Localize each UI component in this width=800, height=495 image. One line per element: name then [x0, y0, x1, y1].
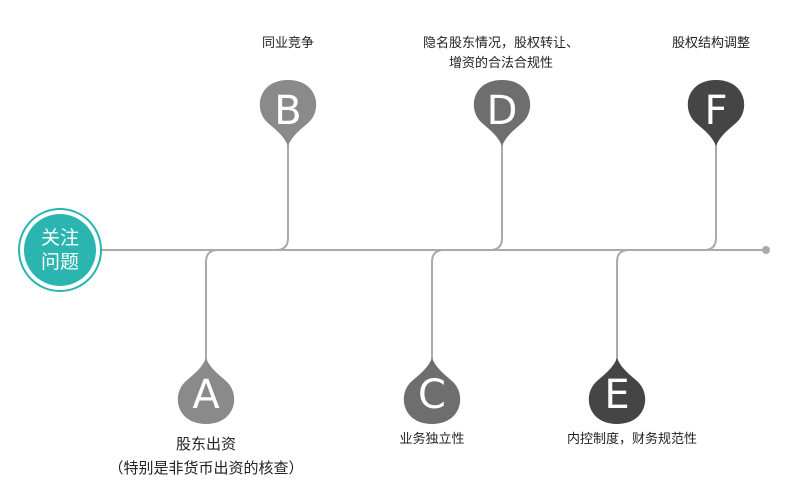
- caption-a: 股东出资 （特别是非货币出资的核查）: [86, 432, 326, 480]
- caption-b-line1: 同业竞争: [261, 36, 314, 51]
- connector-b: [275, 142, 289, 251]
- caption-b: 同业竞争: [208, 34, 368, 54]
- pin-f: F: [687, 80, 745, 146]
- pin-a: A: [177, 358, 235, 424]
- caption-a-line1: 股东出资: [175, 435, 236, 453]
- caption-e: 内控制度，财务规范性: [542, 430, 722, 450]
- caption-d-line1: 隐名股东情况，股权转让、: [422, 36, 579, 51]
- pin-e: E: [588, 358, 646, 424]
- caption-a-line2: （特别是非货币出资的核查）: [108, 459, 304, 477]
- caption-d: 隐名股东情况，股权转让、 增资的合法合规性: [396, 34, 606, 74]
- hub-circle: [24, 214, 96, 286]
- hub-label-line2: 问题: [41, 251, 79, 273]
- pin-c-shape: [403, 358, 461, 424]
- connector-d: [489, 142, 503, 251]
- caption-c-line1: 业务独立性: [399, 432, 465, 447]
- pin-d-letter: D: [487, 88, 518, 134]
- pin-c: C: [403, 358, 461, 424]
- connector-e: [616, 249, 630, 360]
- pin-a-shape: [177, 358, 235, 424]
- caption-d-line2: 增资的合法合规性: [448, 56, 553, 71]
- pin-d: D: [473, 80, 531, 146]
- pin-e-letter: E: [604, 372, 629, 418]
- pin-b: B: [259, 80, 317, 146]
- caption-f-line1: 股权结构调整: [671, 36, 750, 51]
- connector-c: [431, 249, 445, 360]
- caption-f: 股权结构调整: [636, 34, 786, 54]
- caption-c: 业务独立性: [352, 430, 512, 450]
- pin-f-shape: [687, 80, 745, 146]
- connector-a: [205, 249, 219, 360]
- pin-b-letter: B: [274, 88, 301, 134]
- hub-label-line1: 关注: [41, 227, 79, 249]
- pin-d-shape: [473, 80, 531, 146]
- pin-b-shape: [259, 80, 317, 146]
- caption-e-line1: 内控制度，财务规范性: [566, 432, 697, 447]
- pin-a-letter: A: [192, 372, 220, 418]
- connector-f: [703, 142, 717, 251]
- pin-f-letter: F: [704, 88, 727, 134]
- pin-e-shape: [588, 358, 646, 424]
- axis-end-dot: [762, 246, 770, 254]
- pin-c-letter: C: [418, 372, 446, 418]
